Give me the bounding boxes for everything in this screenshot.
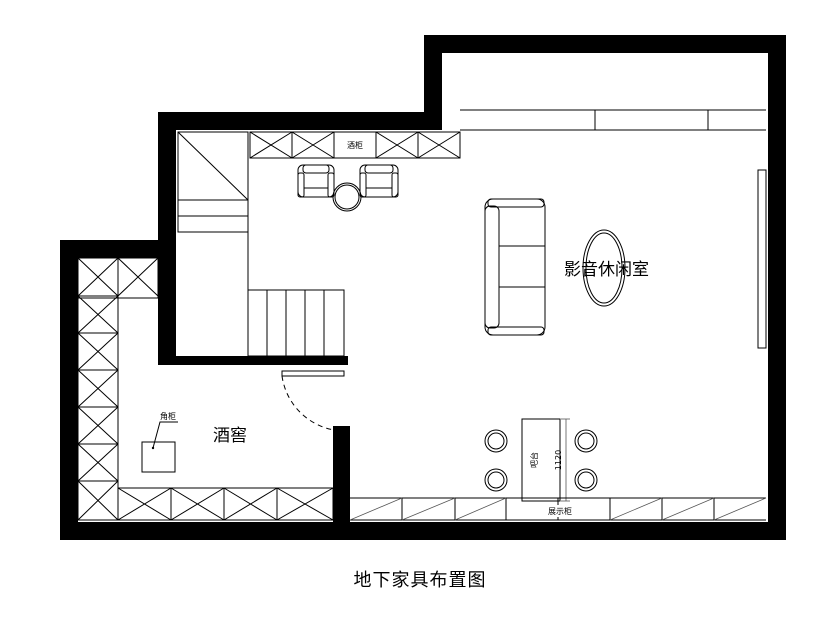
stair-run-lower <box>247 289 345 357</box>
room-label-theater: 影音休闲室 <box>564 260 649 280</box>
door-leaf <box>281 370 345 377</box>
walls <box>60 35 786 540</box>
projector-screen <box>757 169 767 349</box>
wine-cabinet-label-bg <box>340 139 370 151</box>
bar-stool <box>574 468 598 492</box>
sofa <box>484 198 546 336</box>
bar-stools <box>484 429 598 492</box>
cellar-door <box>281 370 345 431</box>
oval-coffee-table <box>582 229 626 307</box>
armchair-left <box>297 164 335 198</box>
corner-cabinet: 角柜 <box>141 411 178 473</box>
corner-cabinet-label: 角柜 <box>160 411 176 421</box>
bar-counter: 吧台 1120 <box>521 418 570 502</box>
wine-cabinet-label: 酒柜 <box>347 140 363 150</box>
bar-dimension-label: 1120 <box>554 450 563 470</box>
stair-landing-diagonal <box>177 131 249 201</box>
cellar-rack-left <box>77 257 119 521</box>
stair-landing <box>177 131 249 233</box>
wall-stair-bottom <box>158 356 348 365</box>
wine-cabinet-x <box>375 131 419 159</box>
wine-cabinet-x <box>249 131 293 159</box>
room-label-wine-cellar: 酒窖 <box>213 426 247 446</box>
display-cabinet-label-bg <box>542 505 578 517</box>
wine-cabinet-x <box>417 131 461 159</box>
armchair-set <box>297 164 399 212</box>
cellar-rack-top <box>77 257 159 299</box>
bar-stool <box>484 429 508 453</box>
bar-counter-label: 吧台 <box>529 452 539 468</box>
wall-cellar-right <box>333 426 350 526</box>
display-cabinet-label: 展示柜 <box>548 506 572 516</box>
door-swing-arc <box>281 375 335 431</box>
bar-stool <box>574 429 598 453</box>
round-side-table <box>332 182 362 212</box>
stairs <box>177 131 345 357</box>
armchair-right <box>359 164 399 198</box>
wine-cabinet-top: 酒柜 <box>249 131 461 159</box>
theater-top-cabinet <box>460 109 766 131</box>
cellar-rack-bottom <box>117 487 334 521</box>
bar-stool <box>484 468 508 492</box>
diagram-title: 地下家具布置图 <box>353 570 487 591</box>
wine-cabinet-x <box>291 131 335 159</box>
wall-stair-left <box>158 240 176 362</box>
display-cabinet: 展示柜 <box>349 497 767 521</box>
